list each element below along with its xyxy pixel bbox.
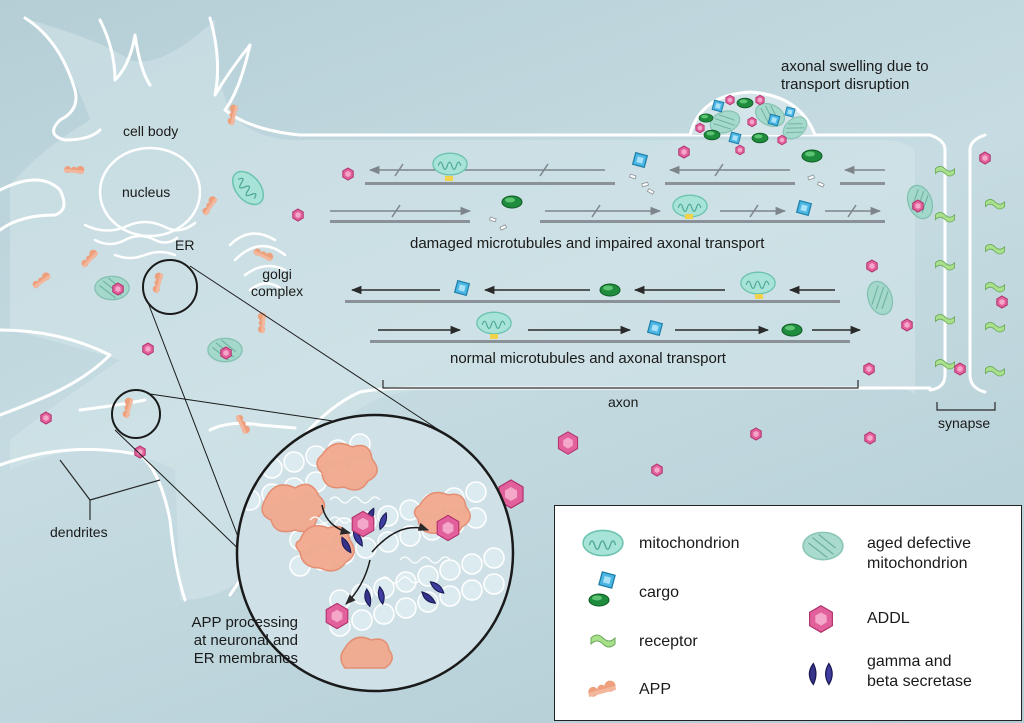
label-axon: axon [608,394,639,410]
label-swelling-line2: transport disruption [781,76,910,93]
damaged-track-cargo [432,149,823,219]
label-golgi-line2: complex [251,283,304,299]
label-nucleus: nucleus [122,184,171,200]
synapse-bracket [936,402,996,411]
label-axonal-swelling: axonal swelling due to transport disrupt… [781,58,929,94]
label-damaged-transport: damaged microtubules and impaired axonal… [410,235,765,252]
legend-secretase-line2: beta secretase [867,673,972,690]
microtubule-fragments [488,173,825,231]
legend-aged-line1: aged defective [867,535,972,552]
legend-secretase: gamma and beta secretase [867,652,972,692]
normal-microtubule-row-2 [370,311,862,343]
label-swelling-line1: axonal swelling due to [781,58,929,75]
legend-aged-mitochondrion: aged defective mitochondrion [867,534,971,574]
label-normal-transport: normal microtubules and axonal transport [450,350,726,367]
legend-app: APP [639,681,672,698]
legend: mitochondrion cargo receptor APP aged de… [554,505,1022,721]
neuron-cytoplasm [10,20,915,600]
label-er: ER [175,237,195,253]
label-app-line2: at neuronal and [193,632,298,649]
label-golgi: golgi complex [251,266,303,300]
damaged-microtubule-row-1 [365,163,885,185]
legend-secretase-line1: gamma and [867,653,952,670]
normal-microtubule-row-1 [345,271,840,303]
app-processing-magnified-view [235,413,515,693]
legend-aged-line2: mitochondrion [867,555,968,572]
label-app-processing: APP processing at neuronal and ER membra… [98,614,298,668]
label-dendrites: dendrites [50,524,108,540]
er-membranes [83,220,197,260]
label-synapse: synapse [938,415,991,431]
golgi-complex-shape [228,232,287,292]
legend-receptor: receptor [639,633,698,650]
dendrites-pointer [59,459,161,520]
label-cell-body: cell body [123,123,179,139]
damaged-microtubule-row-2 [330,204,885,223]
label-app-line3: ER membranes [193,650,298,667]
nucleus-shape [98,146,202,238]
legend-addl: ADDL [867,610,910,627]
legend-cargo: cargo [639,584,680,601]
label-app-line1: APP processing [191,614,298,631]
legend-mitochondrion: mitochondrion [639,535,740,552]
axon-bracket [382,380,859,389]
label-golgi-line1: golgi [262,266,292,282]
